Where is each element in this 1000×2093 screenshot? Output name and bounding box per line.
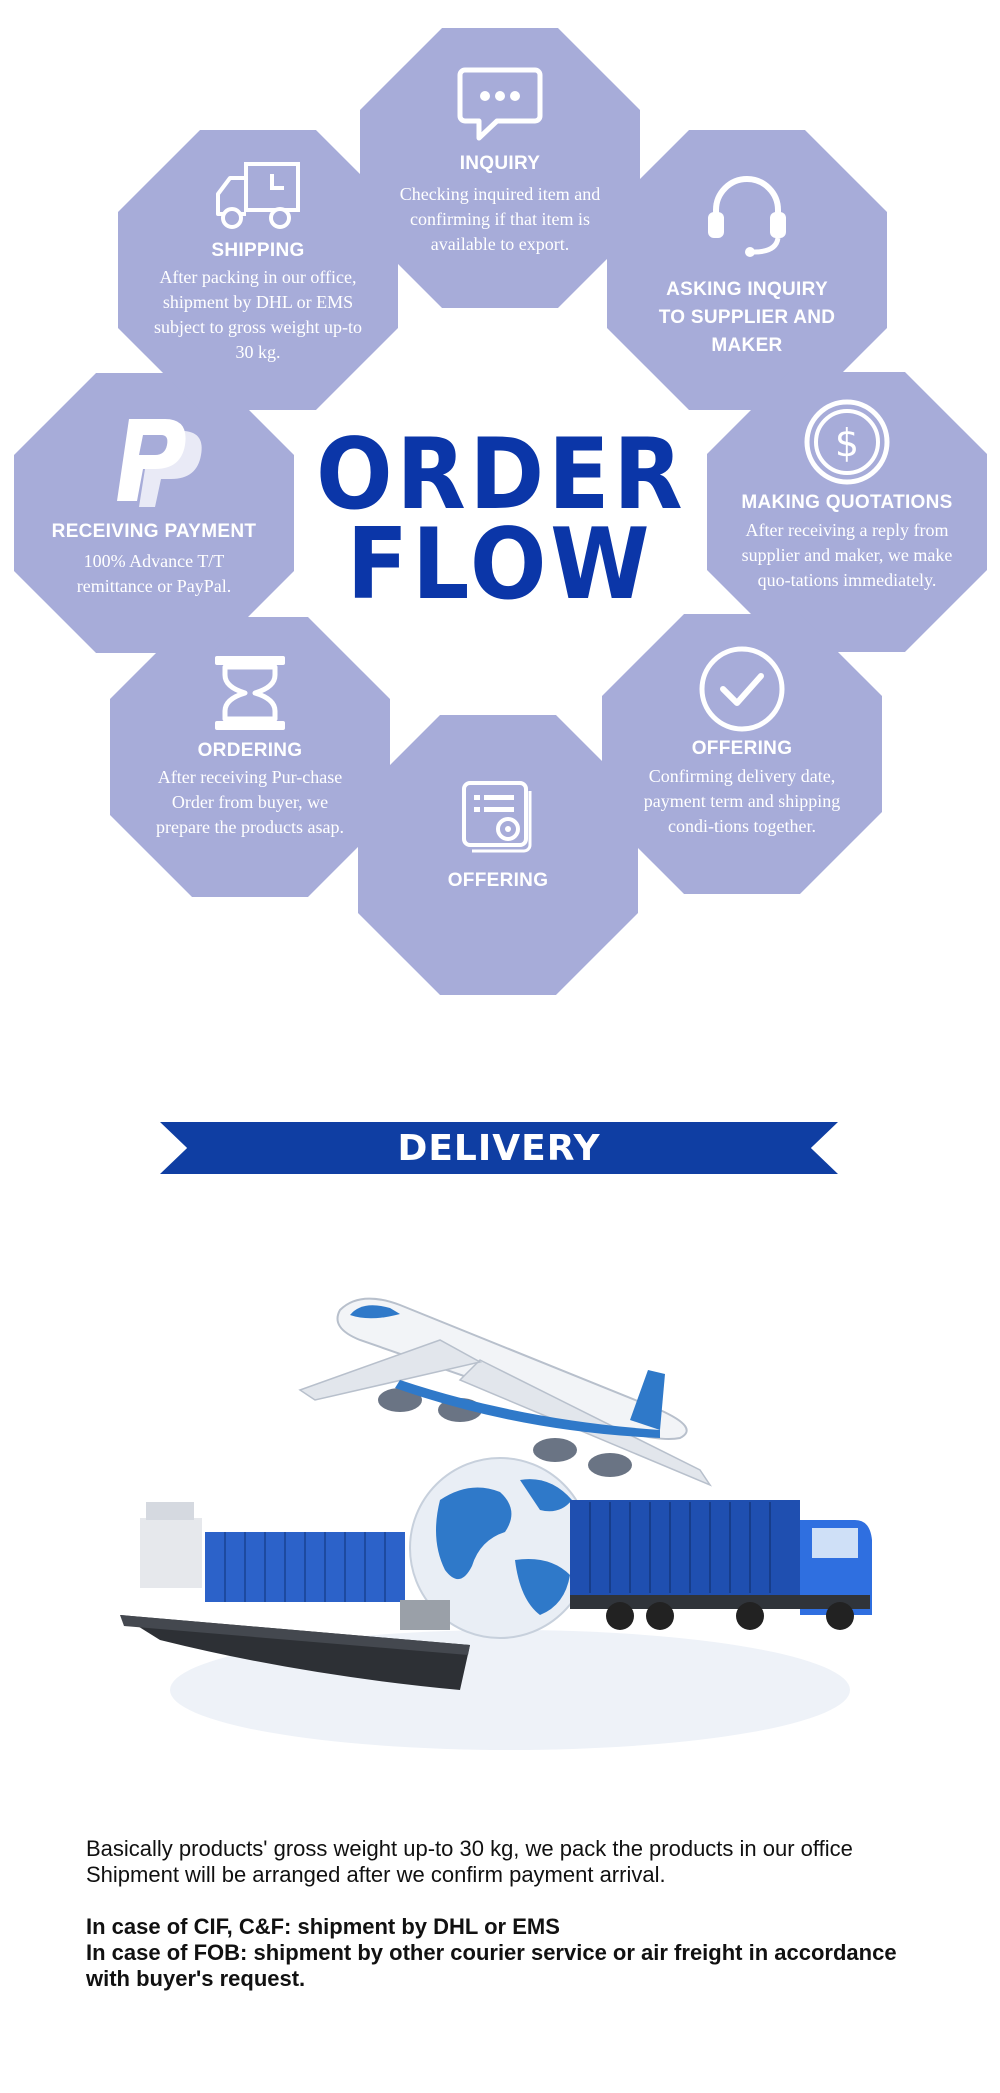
- delivery-text-line: Basically products' gross weight up-to 3…: [86, 1836, 853, 1861]
- svg-text:$: $: [835, 421, 859, 465]
- order-flow-title-line2: FLOW: [346, 508, 654, 622]
- airplane-icon: [298, 1297, 713, 1487]
- cargo-ship-icon: [120, 1502, 470, 1690]
- step-title: RECEIVING PAYMENT: [51, 521, 257, 542]
- step-making-quotations: $ MAKING QUOTATIONS After receiving a re…: [707, 372, 987, 652]
- step-title: ORDERING: [197, 740, 303, 761]
- delivery-banner-label: DELIVERY: [397, 1128, 601, 1169]
- delivery-description: Basically products' gross weight up-to 3…: [86, 1836, 946, 1992]
- delivery-text-line-cif: In case of CIF, C&F: shipment by DHL or …: [86, 1914, 560, 1939]
- hourglass-icon: [215, 656, 285, 730]
- truck-icon: [216, 162, 300, 229]
- dollar-icon: $: [804, 399, 890, 485]
- paypal-icon: [117, 419, 202, 507]
- step-description: After receiving a reply from supplier an…: [741, 520, 953, 590]
- certificate-icon: [462, 781, 532, 853]
- step-ordering: ORDERING After receiving Pur-chase Order…: [110, 617, 390, 897]
- step-description: 100% Advance T/T remittance or PayPal.: [76, 551, 232, 596]
- step-shipping: SHIPPING After packing in our office, sh…: [118, 130, 398, 410]
- delivery-text-line: Shipment will be arranged after we confi…: [86, 1862, 666, 1887]
- delivery-illustration: [120, 1297, 872, 1750]
- step-asking-inquiry: ASKING INQUIRY TO SUPPLIER AND MAKER: [607, 130, 887, 410]
- step-offering: OFFERING: [358, 715, 638, 995]
- step-title: INQUIRY: [459, 153, 541, 174]
- step-title: ASKING INQUIRY TO SUPPLIER AND MAKER: [658, 279, 836, 356]
- step-receiving-payment: RECEIVING PAYMENT 100% Advance T/T remit…: [14, 373, 294, 653]
- step-description: Checking inquired item and confirming if…: [399, 184, 601, 254]
- delivery-banner: DELIVERY: [160, 1122, 838, 1174]
- step-description: Confirming delivery date, payment term a…: [643, 766, 841, 836]
- step-inquiry: INQUIRY Checking inquired item and confi…: [360, 28, 640, 308]
- step-offering-confirm: OFFERING Confirming delivery date, payme…: [602, 614, 882, 894]
- headset-icon: [708, 176, 786, 257]
- step-title: OFFERING: [691, 738, 793, 759]
- step-title: OFFERING: [447, 870, 549, 891]
- truck-vehicle-icon: [570, 1500, 872, 1630]
- order-flow-title-line1: ORDER: [316, 418, 687, 532]
- step-title: MAKING QUOTATIONS: [741, 492, 953, 513]
- step-title: SHIPPING: [211, 240, 305, 261]
- step-description: After receiving Pur-chase Order from buy…: [156, 767, 344, 837]
- checkmark-icon: [699, 646, 785, 732]
- step-description: After packing in our office, shipment by…: [154, 267, 362, 362]
- delivery-text-line-fob: In case of FOB: shipment by other courie…: [86, 1940, 897, 1991]
- chat-bubble-icon: [457, 67, 543, 141]
